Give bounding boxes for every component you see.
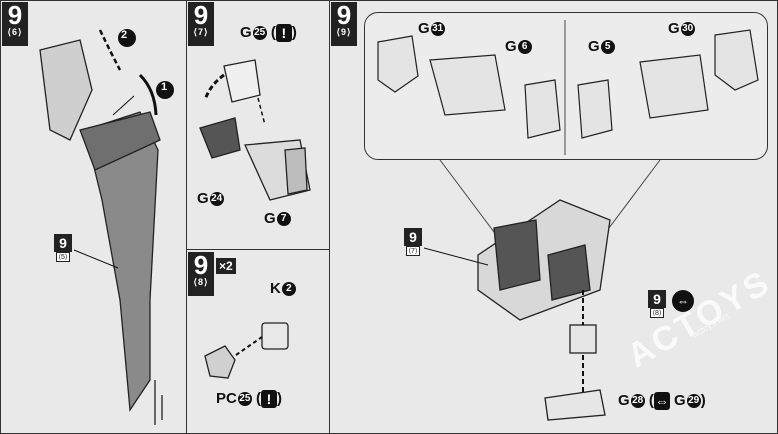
step-number: 9 [193, 0, 209, 30]
step-badge-9-7: 9 ⟨7⟩ [188, 2, 214, 46]
step-number: 9 [336, 0, 352, 30]
part-letter: G [418, 20, 430, 37]
part-number: 31 [430, 22, 445, 37]
part-letter: G [197, 190, 209, 207]
step-number: 9 [193, 250, 209, 280]
ref-subnumber: ⟨5⟩ [56, 252, 70, 262]
part-letter: G [674, 392, 686, 409]
main-assembly-drawing [477, 199, 611, 421]
panel-9-6 [0, 0, 188, 434]
arrow-step-1-label: 1 [161, 81, 168, 93]
step-number: 9 [7, 0, 23, 30]
step-subnumber: ⟨7⟩ [193, 27, 209, 37]
part-number: 2 [281, 282, 296, 297]
part-number: 25 [237, 392, 252, 407]
warning-icon: ! [275, 24, 292, 43]
quantity-badge: ×2 [216, 258, 236, 274]
arm-assembly-drawing [39, 39, 163, 425]
step-badge-9-9: 9 ⟨9⟩ [331, 2, 357, 46]
step-reference-9-7: 9 ⟨7⟩ [404, 228, 422, 256]
part-letter: G [588, 38, 600, 55]
ref-number: 9 [648, 290, 666, 308]
part-letter: G [618, 392, 630, 409]
part-g6-drawing [524, 79, 561, 139]
step-badge-9-6: 9 ⟨6⟩ [2, 2, 28, 46]
part-pc25-drawing [204, 345, 236, 379]
warning-icon: ! [261, 390, 278, 409]
ref-number: 9 [404, 228, 422, 246]
part-k2-drawing [261, 322, 289, 350]
part-letter: PC [216, 390, 237, 407]
step-subnumber: ⟨9⟩ [336, 27, 352, 37]
swap-icon: ⇔ [672, 290, 694, 312]
step-subnumber: ⟨6⟩ [7, 27, 23, 37]
step-reference-9-5: 9 ⟨5⟩ [54, 234, 72, 262]
ref-subnumber: ⟨8⟩ [650, 308, 664, 318]
arrow-step-2-label: 2 [121, 29, 128, 41]
part-number: 24 [209, 192, 224, 207]
part-number: 25 [252, 26, 267, 41]
part-g30-drawing [714, 29, 759, 91]
part-g25-drawing [223, 59, 261, 103]
part-g24-drawing [199, 117, 241, 159]
ref-number: 9 [54, 234, 72, 252]
part-number: 5 [600, 40, 615, 55]
part-g5-drawing [577, 79, 613, 139]
step-reference-9-8: 9 ⟨8⟩ [648, 290, 666, 318]
part-number: 30 [680, 22, 695, 37]
part-letter: K [270, 280, 281, 297]
step-subnumber: ⟨8⟩ [193, 277, 209, 287]
part-letter: G [668, 20, 680, 37]
part-letter: G [505, 38, 517, 55]
part-letter: G [264, 210, 276, 227]
step-badge-9-8: 9 ⟨8⟩ [188, 252, 214, 296]
part-number: 29 [686, 394, 701, 409]
part-number: 28 [630, 394, 645, 409]
part-number: 7 [276, 212, 291, 227]
part-letter: G [240, 24, 252, 41]
part-number: 6 [517, 40, 532, 55]
part-g7-drawing [244, 139, 311, 201]
part-g31-drawing [377, 35, 419, 93]
ref-subnumber: ⟨7⟩ [406, 246, 420, 256]
swap-icon: ⇔ [653, 392, 670, 411]
